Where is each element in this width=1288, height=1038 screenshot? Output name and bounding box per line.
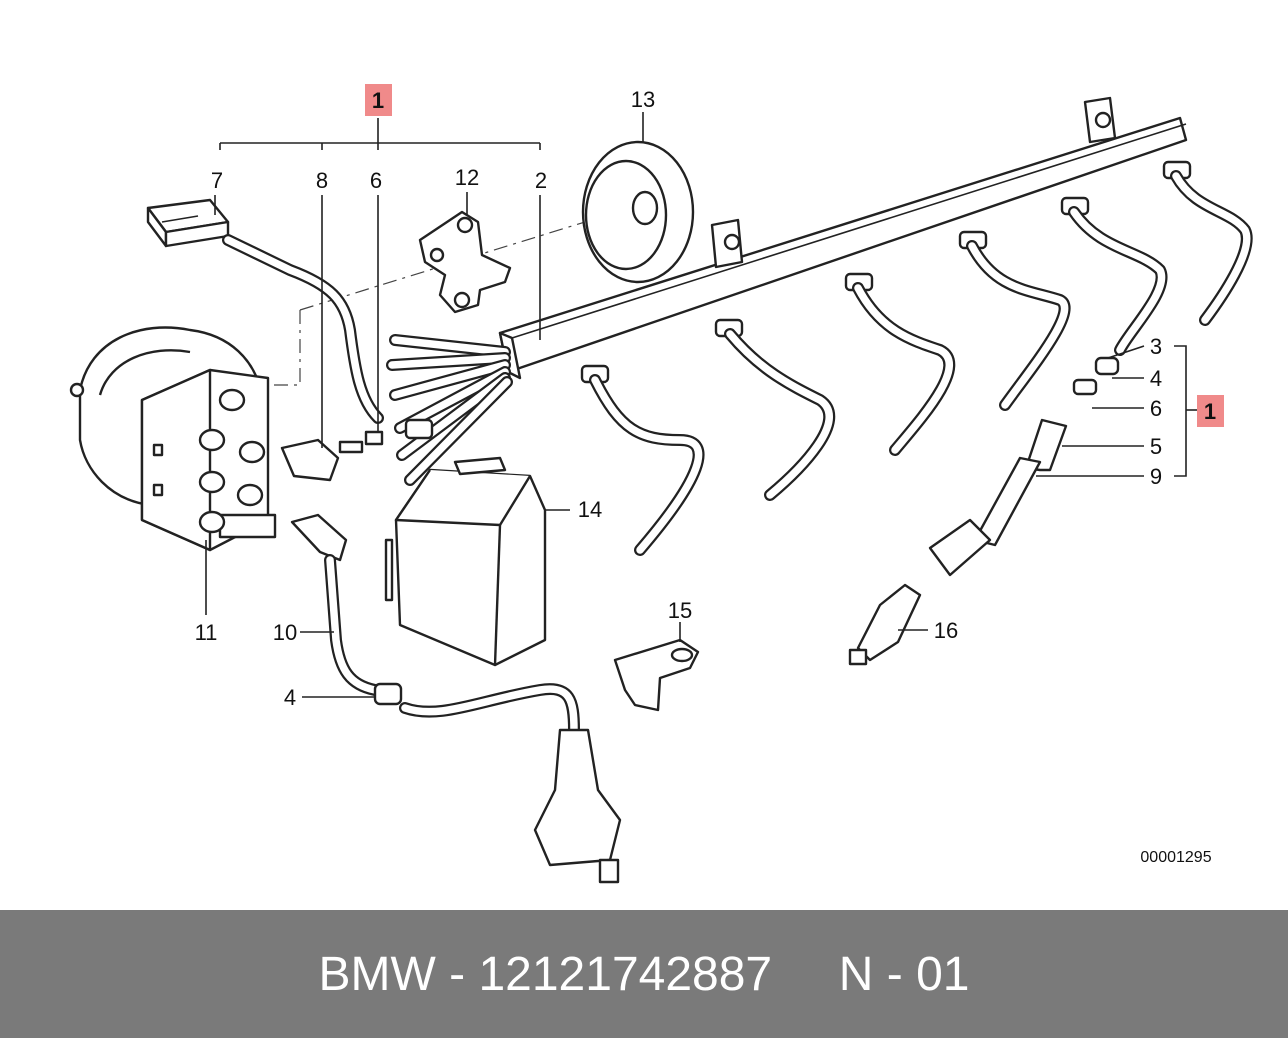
ignition-harness-drawing: 1 1 7 8 6 2 12 13 14 11 10 4 15 16 3 4 6…	[69, 84, 1253, 884]
part-14-control-unit	[384, 456, 547, 667]
callout-1-top: 1	[372, 88, 384, 113]
part-8-angle-plug	[280, 430, 384, 482]
plug-leads	[589, 170, 1253, 556]
small-fittings	[404, 418, 434, 440]
callout-2: 2	[535, 168, 547, 193]
part-11-distributor	[69, 326, 277, 552]
callout-11: 11	[195, 620, 218, 645]
callout-14: 14	[578, 497, 602, 522]
callout-16: 16	[934, 618, 958, 643]
callout-4-right: 4	[1150, 366, 1162, 391]
harness-rail	[498, 96, 1192, 384]
callout-6-right: 6	[1150, 396, 1162, 421]
part-16-spark-plug	[848, 583, 922, 666]
callout-4-left: 4	[284, 685, 296, 710]
callout-1-right: 1	[1204, 399, 1216, 424]
part-5-9-plug-cap	[928, 356, 1120, 577]
callout-1-right-highlight	[1197, 395, 1224, 427]
wire-bundle	[386, 334, 513, 486]
callout-9: 9	[1150, 464, 1162, 489]
callout-12: 12	[455, 165, 479, 190]
part-number-caption: BMW - 12121742887 N - 01	[318, 947, 970, 1001]
callout-13: 13	[631, 87, 655, 112]
footer-bar: BMW - 12121742887 N - 01	[0, 910, 1288, 1038]
callout-1-top-highlight	[365, 84, 392, 116]
callout-8: 8	[316, 168, 328, 193]
part-12-bracket	[418, 210, 512, 314]
part-10-coil-lead	[290, 513, 622, 884]
callout-15: 15	[668, 598, 692, 623]
part-15-bracket	[613, 638, 700, 712]
part-7-connector	[146, 198, 384, 424]
callout-6-top: 6	[370, 168, 382, 193]
part-13-ring	[581, 140, 695, 284]
callout-10: 10	[273, 620, 297, 645]
callout-5: 5	[1150, 434, 1162, 459]
callout-3: 3	[1150, 334, 1162, 359]
drawing-number: 00001295	[1140, 849, 1211, 866]
leader-lines	[205, 112, 1198, 698]
parts-diagram: 1 1 7 8 6 2 12 13 14 11 10 4 15 16 3 4 6…	[69, 84, 1253, 884]
callout-7: 7	[211, 168, 223, 193]
